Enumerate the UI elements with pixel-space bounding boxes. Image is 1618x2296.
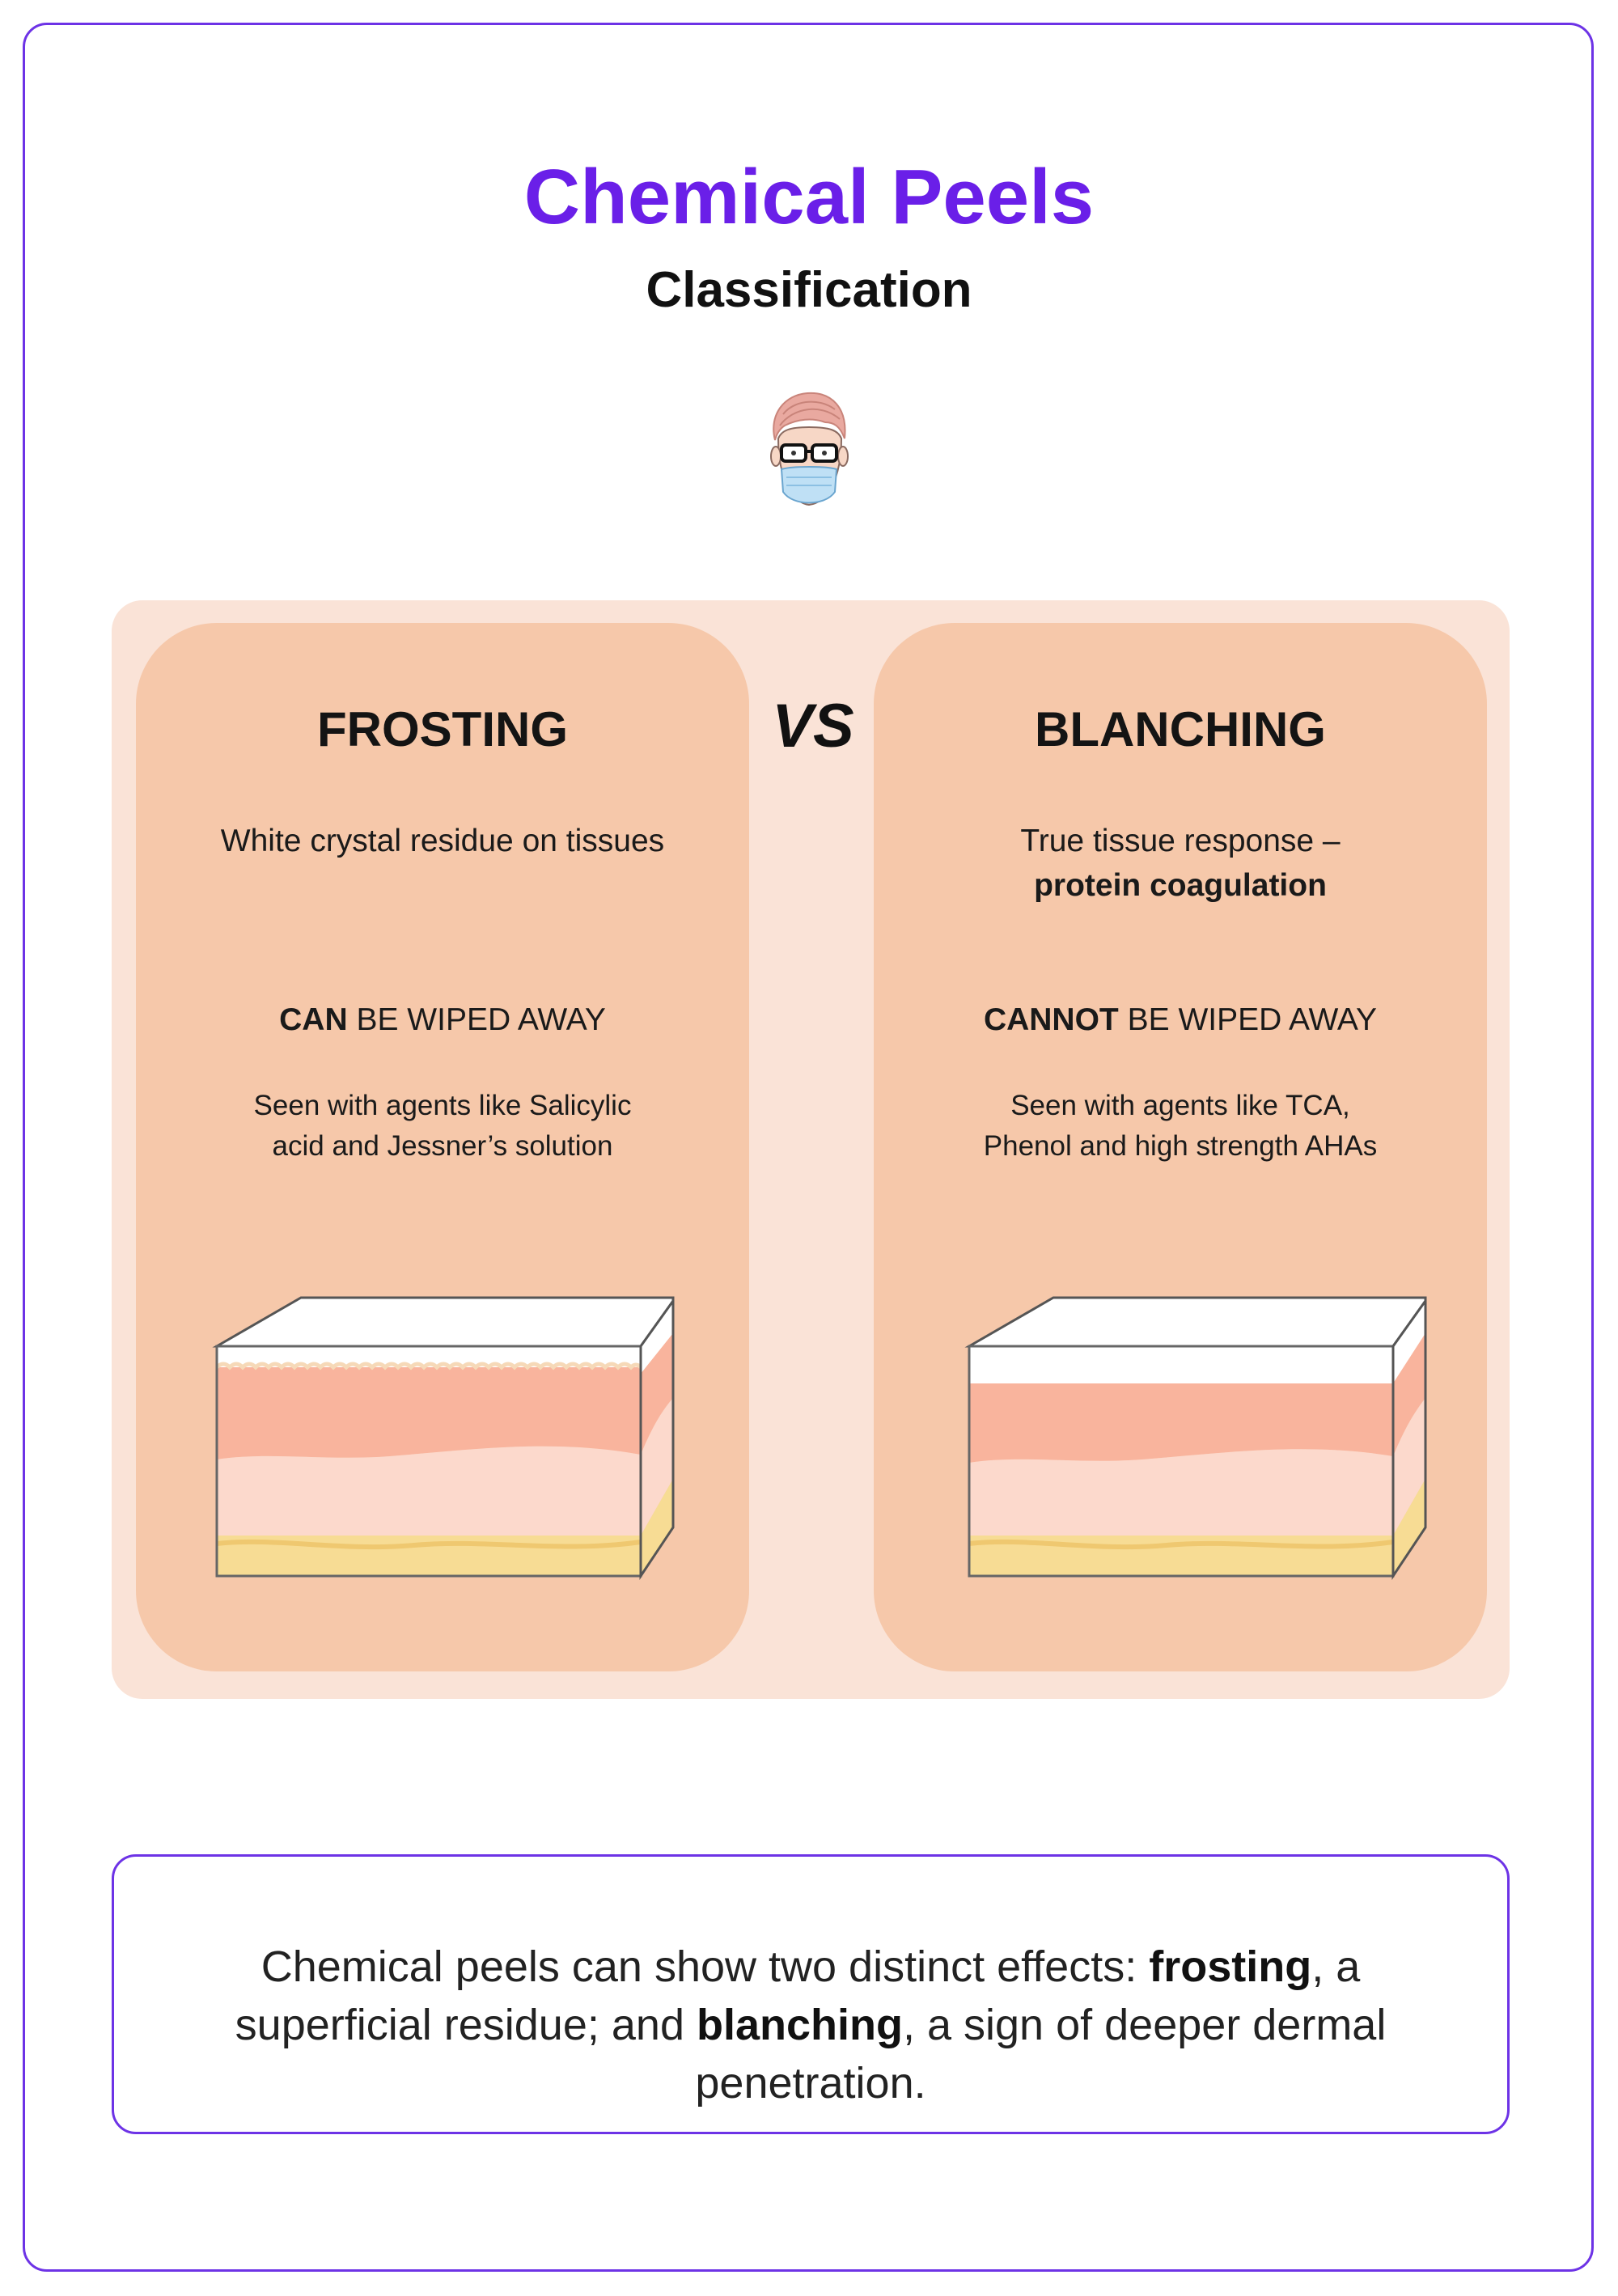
summary-part3: , a sign of deeper dermal penetration. [695, 2001, 1387, 2107]
blanching-wipe-rest: BE WIPED AWAY [1118, 1002, 1378, 1037]
frosting-description: White crystal residue on tissues [220, 824, 665, 858]
blanching-description: True tissue response – protein coagulati… [906, 819, 1455, 908]
doctor-avatar-icon [770, 392, 849, 506]
frosting-wipe-note: CAN BE WIPED AWAY [152, 1002, 733, 1040]
skin-block-blanched-layer [969, 1346, 1393, 1383]
frosting-skin-block-illustration [212, 1296, 675, 1580]
summary-text: Chemical peels can show two distinct eff… [163, 1938, 1459, 2112]
blanching-agents-line1: Seen with agents like TCA, [1010, 1090, 1350, 1121]
vs-label: VS [772, 692, 854, 760]
skin-block-dermis [217, 1446, 641, 1536]
blanching-title: BLANCHING [1035, 702, 1326, 756]
frosting-wipe-bold: CAN [279, 1002, 348, 1037]
page-subtitle: Classification [646, 262, 972, 318]
summary-box: Chemical peels can show two distinct eff… [112, 1854, 1510, 2134]
blanching-description-bold: protein coagulation [1034, 868, 1327, 903]
blanching-description-line1: True tissue response – [1020, 824, 1341, 858]
summary-part2: , a superficial residue; and [235, 1942, 1361, 2049]
skin-block-top-face [964, 1296, 1427, 1348]
frosting-agents-line2: acid and Jessner’s solution [272, 1130, 613, 1162]
skin-block-top-face [212, 1296, 675, 1348]
blanching-wipe-note: CANNOT BE WIPED AWAY [890, 1002, 1471, 1040]
summary-blanching-bold: blanching [696, 2001, 903, 2049]
blanching-wipe-bold: CANNOT [983, 1002, 1119, 1037]
blanching-agents-line2: Phenol and high strength AHAs [983, 1130, 1378, 1162]
frosting-agents-line1: Seen with agents like Salicylic [253, 1090, 632, 1121]
blanching-description-line2: protein coagulation [906, 863, 1455, 908]
summary-frosting-bold: frosting [1149, 1942, 1312, 1991]
skin-block-dermis [969, 1449, 1393, 1536]
summary-part1: Chemical peels can show two distinct eff… [260, 1942, 1150, 1991]
blanching-agents: Seen with agents like TCA, Phenol and hi… [906, 1086, 1455, 1167]
frosting-title: FROSTING [317, 702, 568, 756]
frosting-crystals [215, 1362, 642, 1370]
skin-block-epidermis [969, 1383, 1393, 1463]
blanching-skin-block-illustration [964, 1296, 1427, 1580]
skin-block-epidermis [217, 1367, 641, 1459]
page-title: Chemical Peels [523, 154, 1095, 240]
frosting-agents: Seen with agents like Salicylic acid and… [168, 1086, 717, 1167]
frosting-wipe-rest: BE WIPED AWAY [347, 1002, 606, 1037]
